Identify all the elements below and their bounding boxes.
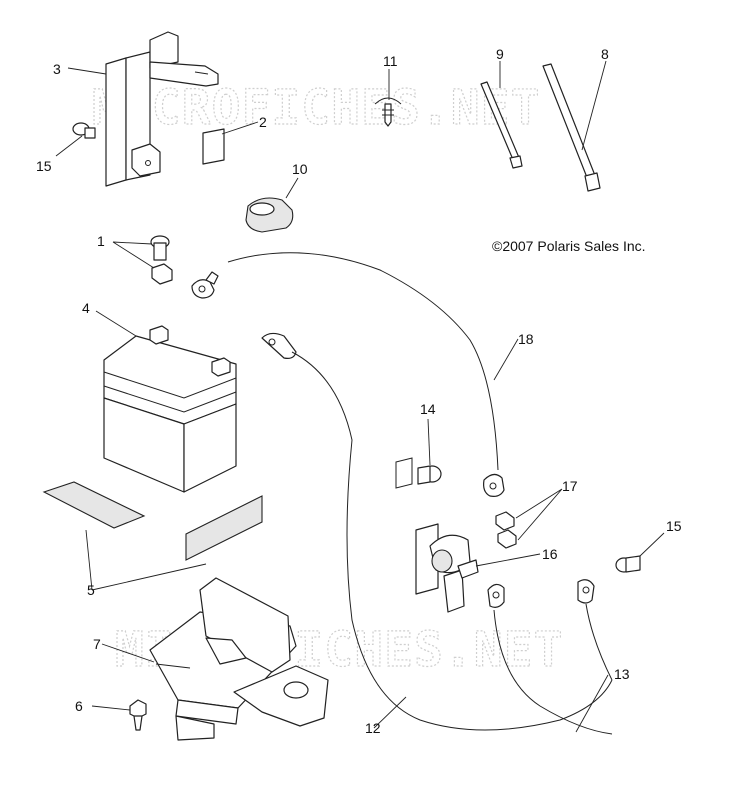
bolt-14 [417,465,442,485]
terminal-cover [245,197,294,233]
screw-6 [129,699,147,731]
ring-terminal-upper [191,271,219,299]
callout-4: 4 [82,300,90,316]
cable-13 [493,609,613,735]
callout-15-top: 15 [36,158,52,174]
callout-8: 8 [601,46,609,62]
callout-15-right: 15 [666,518,682,534]
cable-13-terminals [487,579,595,608]
nuts-17 [495,511,517,549]
starter-solenoid [415,523,479,613]
callout-17: 17 [562,478,578,494]
callout-1: 1 [97,233,105,249]
callout-6: 6 [75,698,83,714]
cable-18 [227,252,499,471]
push-clip [374,97,402,127]
cable-tie-small [480,81,523,169]
callout-2: 2 [259,114,267,130]
callout-5: 5 [87,582,95,598]
ring-terminal-18 [483,473,505,497]
bolt-15-right [615,555,641,573]
battery [103,325,237,493]
label-decal-2 [202,128,225,165]
callout-12: 12 [365,720,381,736]
callout-3: 3 [53,61,61,77]
watermark-top: MICROFICHES.NET [92,80,540,136]
callout-13: 13 [614,666,630,682]
callout-11: 11 [383,53,398,69]
battery-bracket [149,577,329,741]
callout-10: 10 [292,161,308,177]
copyright-notice: ©2007 Polaris Sales Inc. [492,238,646,254]
decal-5-right [185,495,263,561]
bolt-15-top [72,122,96,139]
callout-18: 18 [518,331,534,347]
cable-12 [261,332,613,731]
callout-14: 14 [420,401,436,417]
callout-16: 16 [542,546,558,562]
callout-9: 9 [496,46,504,62]
callout-7: 7 [93,636,101,652]
terminal-bolt-nut [150,235,173,285]
decal-5-left [42,481,146,529]
leader-lines [55,60,665,733]
cable-tie-large [542,63,601,192]
hold-down-bracket [105,31,219,187]
